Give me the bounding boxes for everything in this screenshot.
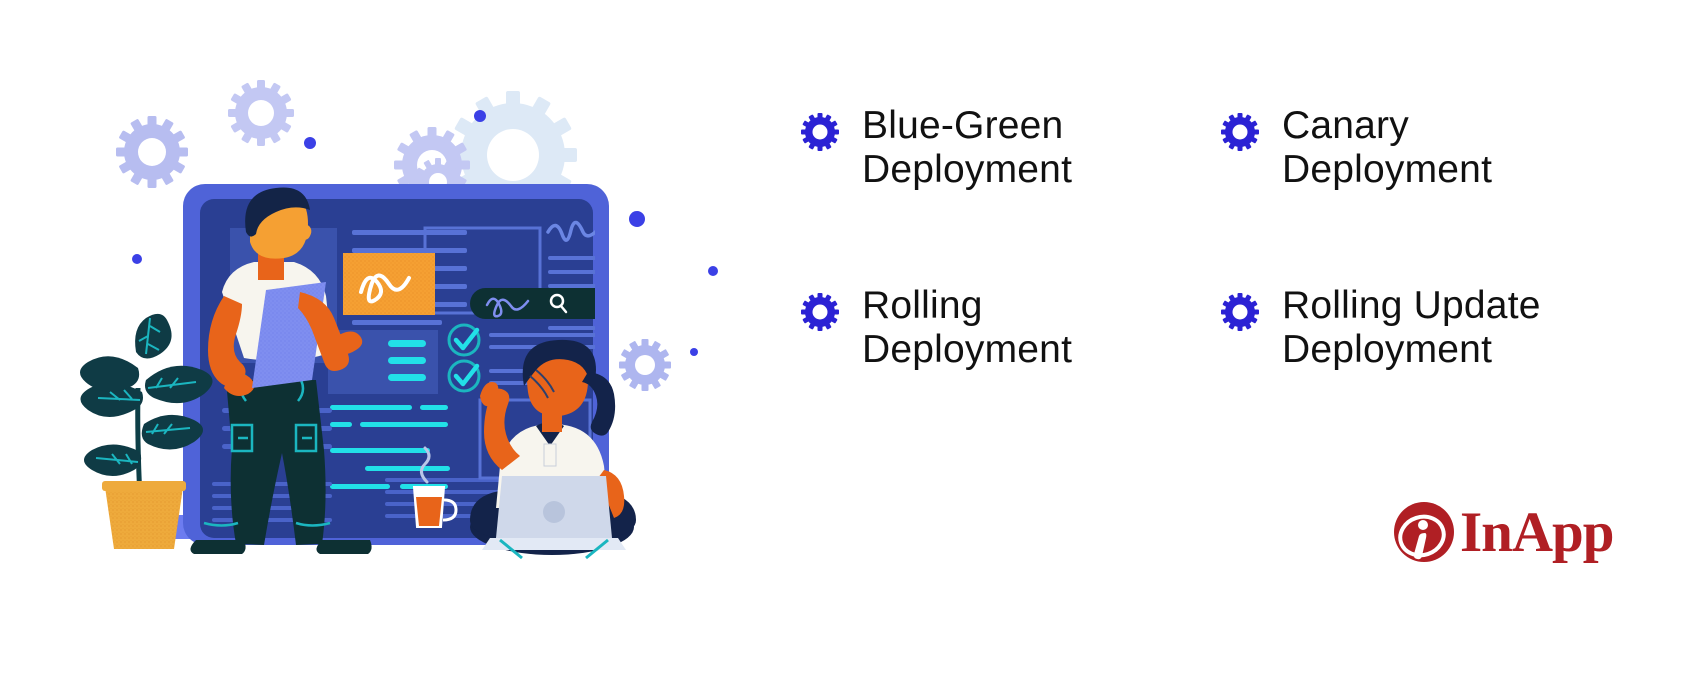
gear-icon <box>1221 113 1259 151</box>
potted-plant <box>80 313 213 549</box>
gear-icon <box>801 113 839 151</box>
search-bar <box>470 288 595 319</box>
gear-icon <box>1221 293 1259 331</box>
standing-man <box>190 187 372 554</box>
feature-item-rolling-deployment[interactable]: Rolling Deployment <box>800 284 1220 371</box>
hero-illustration <box>0 0 720 698</box>
seated-woman <box>470 339 636 560</box>
feature-item-blue-green-deployment[interactable]: Blue-Green Deployment <box>800 104 1220 284</box>
feature-label: Rolling Update Deployment <box>1282 284 1541 371</box>
logo-wordmark: InApp <box>1460 500 1614 564</box>
feature-item-rolling-update-deployment[interactable]: Rolling Update Deployment <box>1220 284 1620 371</box>
steam-icon <box>420 446 431 484</box>
search-icon <box>549 293 565 309</box>
coffee-mug <box>412 446 458 528</box>
feature-label: Canary Deployment <box>1282 104 1493 191</box>
deployment-strategy-list: Blue-Green Deployment <box>800 104 1620 371</box>
brand-logo[interactable]: InApp <box>1392 500 1614 564</box>
decorative-dot-group <box>132 110 718 356</box>
inapp-mark-icon <box>1394 502 1454 562</box>
feature-item-canary-deployment[interactable]: Canary Deployment <box>1220 104 1620 284</box>
feature-label: Blue-Green Deployment <box>862 104 1073 191</box>
gear-icon <box>801 293 839 331</box>
feature-label: Rolling Deployment <box>862 284 1073 371</box>
